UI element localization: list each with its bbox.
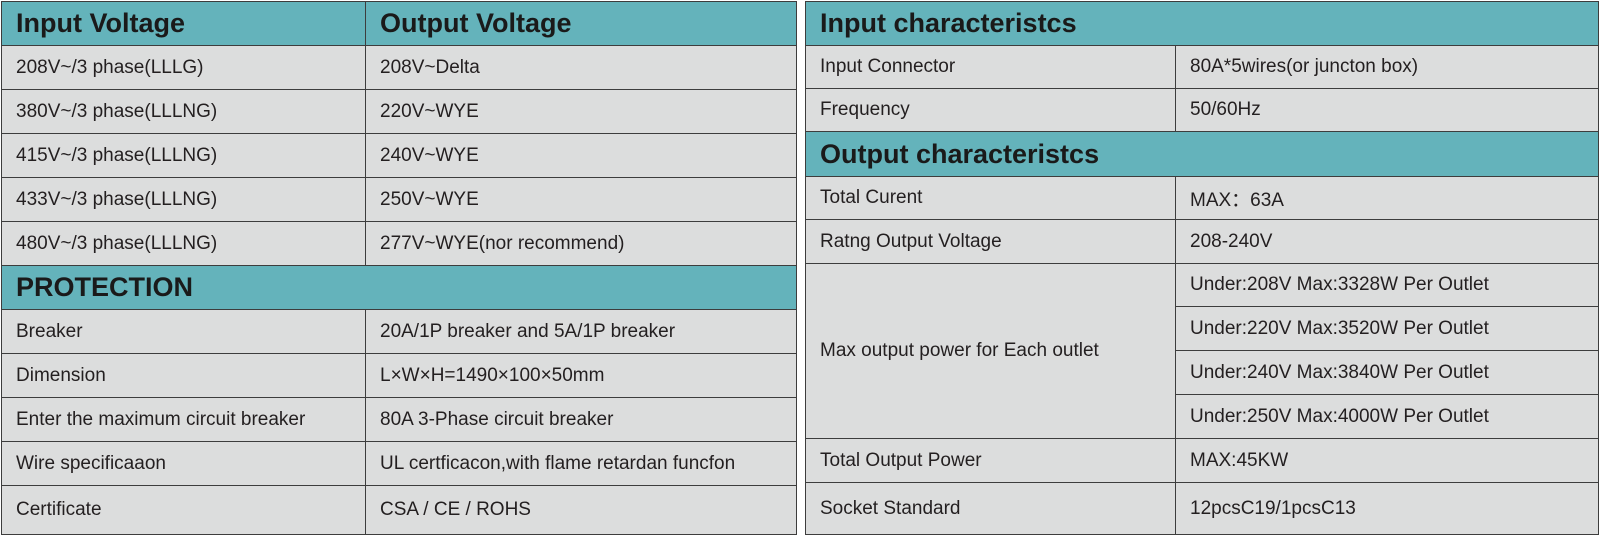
protection-value-cell: UL certficacon,with flame retardan funcf… <box>366 442 796 486</box>
output-char-label-cell: Total Curent <box>806 177 1176 220</box>
output-char-label-cell: Total Output Power <box>806 439 1176 483</box>
header-output-characteristics: Output characteristcs <box>806 132 1598 177</box>
output-voltage-cell: 240V~WYE <box>366 134 796 178</box>
protection-label-cell: Wire specificaaon <box>2 442 366 486</box>
protection-label-cell: Certificate <box>2 486 366 534</box>
protection-label-cell: Breaker <box>2 310 366 354</box>
output-voltage-cell: 220V~WYE <box>366 90 796 134</box>
characteristics-table: Input characteristcs Input Connector 80A… <box>805 1 1599 535</box>
protection-value-cell: L×W×H=1490×100×50mm <box>366 354 796 398</box>
output-char-label-cell: Ratng Output Voltage <box>806 220 1176 264</box>
output-char-value-cell: MAX:45KW <box>1176 439 1598 483</box>
max-power-value-cell: Under:240V Max:3840W Per Outlet <box>1176 351 1598 395</box>
output-char-value-cell: 12pcsC19/1pcsC13 <box>1190 497 1356 519</box>
input-voltage-cell: 480V~/3 phase(LLLNG) <box>2 222 366 266</box>
protection-value-cell: 20A/1P breaker and 5A/1P breaker <box>366 310 796 354</box>
input-char-label-cell: Input Connector <box>806 46 1176 89</box>
header-output-voltage: Output Voltage <box>366 2 796 46</box>
max-power-label-cell: Max output power for Each outlet <box>806 264 1176 439</box>
protection-value-cell: 80A 3-Phase circuit breaker <box>366 398 796 442</box>
max-power-value-cell: Under:208V Max:3328W Per Outlet <box>1176 264 1598 307</box>
output-voltage-cell: 277V~WYE(nor recommend) <box>366 222 796 266</box>
input-char-value-cell: 80A*5wires(or juncton box) <box>1176 46 1598 89</box>
voltage-protection-table: Input Voltage Output Voltage 208V~/3 pha… <box>1 1 797 535</box>
protection-label-cell: Dimension <box>2 354 366 398</box>
output-char-label-cell: Socket Standard <box>806 483 1176 534</box>
max-power-value-cell: Under:220V Max:3520W Per Outlet <box>1176 307 1598 351</box>
input-char-label-cell: Frequency <box>806 89 1176 132</box>
protection-value-cell: CSA / CE / ROHS <box>380 499 531 520</box>
output-char-value-cell: MAX：63A <box>1176 177 1598 220</box>
output-voltage-cell: 208V~Delta <box>366 46 796 90</box>
output-voltage-cell: 250V~WYE <box>366 178 796 222</box>
header-protection: PROTECTION <box>2 266 796 310</box>
input-char-value-cell: 50/60Hz <box>1176 89 1598 132</box>
output-char-value-cell: 208-240V <box>1176 220 1598 264</box>
max-power-value-cell: Under:250V Max:4000W Per Outlet <box>1176 395 1598 439</box>
header-input-characteristics: Input characteristcs <box>806 2 1598 46</box>
input-voltage-cell: 380V~/3 phase(LLLNG) <box>2 90 366 134</box>
protection-label-cell: Enter the maximum circuit breaker <box>2 398 366 442</box>
input-voltage-cell: 208V~/3 phase(LLLG) <box>2 46 366 90</box>
input-voltage-cell: 433V~/3 phase(LLLNG) <box>2 178 366 222</box>
input-voltage-cell: 415V~/3 phase(LLLNG) <box>2 134 366 178</box>
header-input-voltage: Input Voltage <box>2 2 366 46</box>
